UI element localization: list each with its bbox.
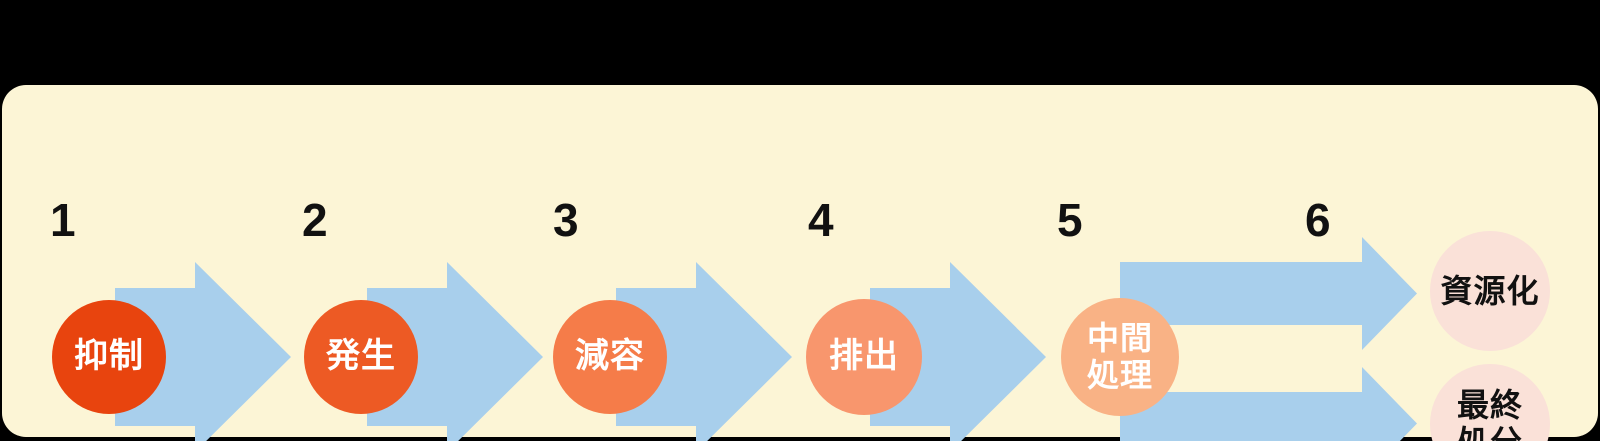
- flow-arrow-4-icon: [870, 262, 1046, 441]
- stage-label-line: 中間: [1086, 320, 1153, 357]
- step-number-2: 2: [302, 194, 328, 246]
- stage-label: 排出: [829, 337, 899, 376]
- stage-circle-yokusei: 抑制: [52, 300, 166, 414]
- branch-arrow-recycle-icon: [1120, 237, 1417, 350]
- branch-arrow-disposal-icon: [1120, 367, 1417, 441]
- outcome-label: 資源化: [1440, 272, 1540, 309]
- waste-flow-panel: 1 2 3 4 5 6 抑制 発生 減容: [2, 85, 1598, 441]
- stage-label: 減容: [575, 337, 645, 376]
- stage-circle-genyou: 減容: [553, 300, 667, 414]
- flow-arrow-3-icon: [616, 262, 792, 441]
- step-number-4: 4: [808, 194, 834, 246]
- step-number-6: 6: [1305, 194, 1331, 246]
- stage-circle-haishutsu: 排出: [806, 299, 922, 415]
- step-number-3: 3: [553, 194, 579, 246]
- outcome-label-line: 処分: [1457, 424, 1523, 441]
- flow-arrow-2-icon: [367, 262, 543, 441]
- outcome-label-line: 最終: [1456, 387, 1523, 424]
- stage-circle-hassei: 発生: [304, 300, 418, 414]
- stage-label-line: 処理: [1086, 357, 1153, 393]
- stage-circle-chukan-shori: 中間 処理: [1061, 298, 1179, 416]
- step-number-1: 1: [50, 194, 76, 246]
- step-number-5: 5: [1057, 194, 1083, 246]
- outcome-circle-shigenka: 資源化: [1430, 231, 1550, 351]
- stage-label: 抑制: [74, 337, 144, 376]
- stage-label: 発生: [326, 337, 396, 376]
- outcome-circle-saishu-shobun: 最終 処分: [1430, 364, 1550, 441]
- flow-arrow-1-icon: [115, 262, 291, 441]
